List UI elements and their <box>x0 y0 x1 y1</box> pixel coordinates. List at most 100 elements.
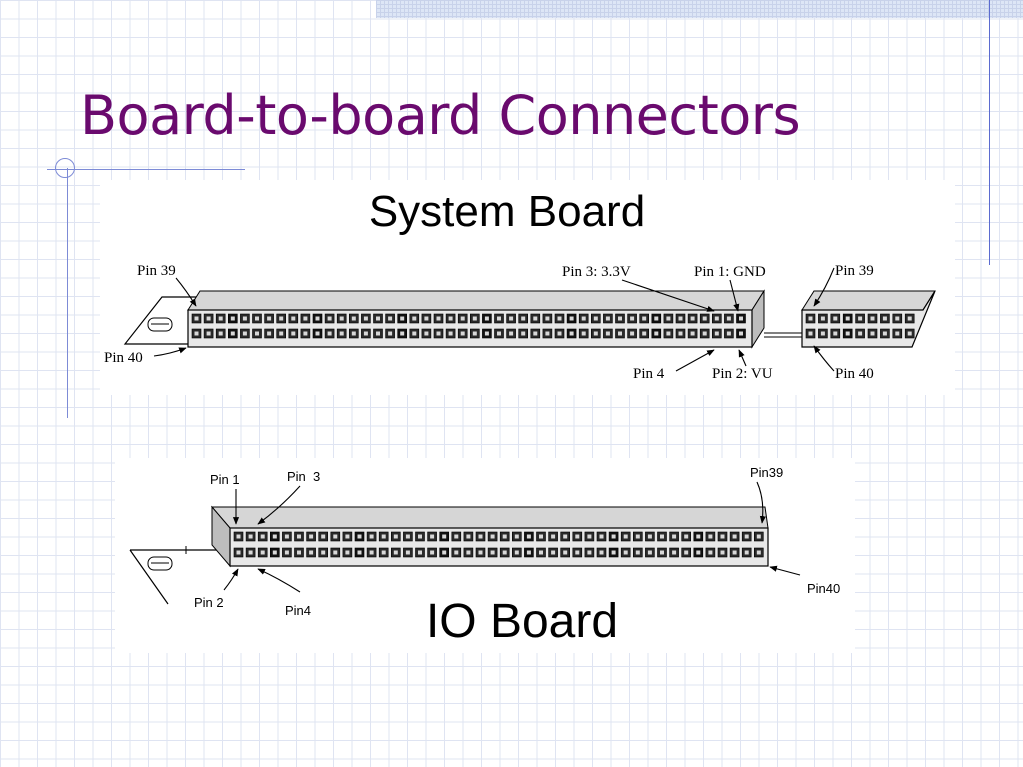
connector-pin-highlight <box>720 534 725 539</box>
system-arrow-pin4 <box>675 349 715 372</box>
connector-pin-highlight <box>895 331 900 336</box>
io-board-title: IO Board <box>426 595 618 648</box>
connector-pin-highlight <box>605 316 610 321</box>
connector-pin-highlight <box>279 316 284 321</box>
system-label-pin4: Pin 4 <box>633 366 665 382</box>
connector-pin-highlight <box>539 534 543 539</box>
connector-pin-highlight <box>430 550 435 555</box>
connector-pin-highlight <box>756 534 761 539</box>
connector-pin-highlight <box>248 550 253 555</box>
connector-pin-highlight <box>563 550 568 555</box>
connector-pin-highlight <box>236 550 241 555</box>
system-board-title: System Board <box>369 187 645 236</box>
connector-pin-highlight <box>345 550 350 555</box>
connector-pin-highlight <box>466 534 471 539</box>
connector-pin-highlight <box>502 534 507 539</box>
left-rule <box>67 168 68 418</box>
system-arrow-pin40 <box>153 347 187 357</box>
system-label-pin39: Pin 39 <box>137 263 176 279</box>
connector-pin-highlight <box>808 331 813 336</box>
connector-pin-highlight <box>327 331 332 336</box>
connector-pin-highlight <box>236 534 241 539</box>
connector-pin-highlight <box>230 316 235 321</box>
connector-pin-highlight <box>248 534 253 539</box>
connector-pin-highlight <box>509 316 514 321</box>
connector-pin-highlight <box>272 550 277 555</box>
connector-pin-highlight <box>702 316 707 321</box>
connector-pin-highlight <box>833 316 838 321</box>
connector-pin-highlight <box>363 331 368 336</box>
connector-pin-highlight <box>672 550 677 555</box>
connector-pin-highlight <box>194 331 199 336</box>
connector-pin-highlight <box>726 316 731 321</box>
connector-pin-highlight <box>708 534 713 539</box>
connector-pin-highlight <box>497 316 501 321</box>
system-label-pin3: Pin 3: 3.3V <box>562 264 631 280</box>
connector-pin-highlight <box>666 331 671 336</box>
io-arrow-pin4 <box>257 568 301 593</box>
connector-pin-highlight <box>472 331 477 336</box>
connector-pin-highlight <box>490 550 495 555</box>
connector-pin-highlight <box>509 331 514 336</box>
connector-pin-highlight <box>412 316 417 321</box>
system-label-pin1: Pin 1: GND <box>694 264 766 280</box>
connector-pin-highlight <box>442 534 447 539</box>
connector-pin-highlight <box>533 316 538 321</box>
connector-pin-highlight <box>630 316 635 321</box>
connector-pin-highlight <box>557 331 562 336</box>
connector-pin-highlight <box>599 550 604 555</box>
system-arrow-pin40-mate <box>813 345 835 372</box>
connector-pin-highlight <box>279 331 284 336</box>
connector-pin-highlight <box>732 534 737 539</box>
system-arrow-pin1 <box>729 279 740 312</box>
connector-pin-highlight <box>870 331 875 336</box>
connector-pin-highlight <box>297 550 301 555</box>
connector-pin-highlight <box>605 331 610 336</box>
connector-pin-highlight <box>255 316 259 321</box>
connector-pin-highlight <box>436 316 441 321</box>
io-arrow-pin2 <box>223 568 239 591</box>
connector-pin-highlight <box>623 550 628 555</box>
connector-pin-highlight <box>557 316 562 321</box>
connector-pin-highlight <box>448 316 453 321</box>
connector-pin-highlight <box>581 331 586 336</box>
connector-pin-highlight <box>333 550 338 555</box>
connector-pin-highlight <box>647 550 652 555</box>
connector-pin-highlight <box>405 550 410 555</box>
connector-pin-highlight <box>690 331 695 336</box>
io-arrow-pin39 <box>756 481 766 524</box>
connector-pin-highlight <box>642 331 647 336</box>
connector-pin-highlight <box>882 331 887 336</box>
connector-pin-highlight <box>315 331 320 336</box>
connector-pin-highlight <box>424 331 429 336</box>
connector-pin-highlight <box>581 316 586 321</box>
io-pcb-edge <box>129 549 232 605</box>
connector-pin-highlight <box>393 534 398 539</box>
connector-pin-highlight <box>845 316 850 321</box>
connector-pin-highlight <box>242 316 247 321</box>
connector-pin-highlight <box>497 331 501 336</box>
connector-pin-highlight <box>654 316 659 321</box>
connector-pin-highlight <box>654 331 659 336</box>
connector-pin-highlight <box>514 534 519 539</box>
connector-pin-highlight <box>297 534 301 539</box>
system-label-pin40-mate: Pin 40 <box>835 366 874 382</box>
connector-pin-highlight <box>400 316 405 321</box>
connector-pin-highlight <box>569 331 574 336</box>
connector-pin-highlight <box>575 550 580 555</box>
system-arrow-pin2 <box>738 349 747 367</box>
connector-pin-highlight <box>357 550 362 555</box>
connector-pin-highlight <box>611 534 616 539</box>
connector-pin-highlight <box>684 534 689 539</box>
connector-pin-highlight <box>194 316 199 321</box>
connector-pin-highlight <box>551 534 556 539</box>
connector-pin-highlight <box>309 534 314 539</box>
connector-pin-highlight <box>678 316 683 321</box>
connector-pin-highlight <box>255 331 259 336</box>
connector-pin-highlight <box>478 550 483 555</box>
connector-pin-highlight <box>327 316 332 321</box>
io-arrow-pin3 <box>257 485 301 525</box>
connector-pin-highlight <box>309 550 314 555</box>
connector-pin-highlight <box>739 316 743 321</box>
